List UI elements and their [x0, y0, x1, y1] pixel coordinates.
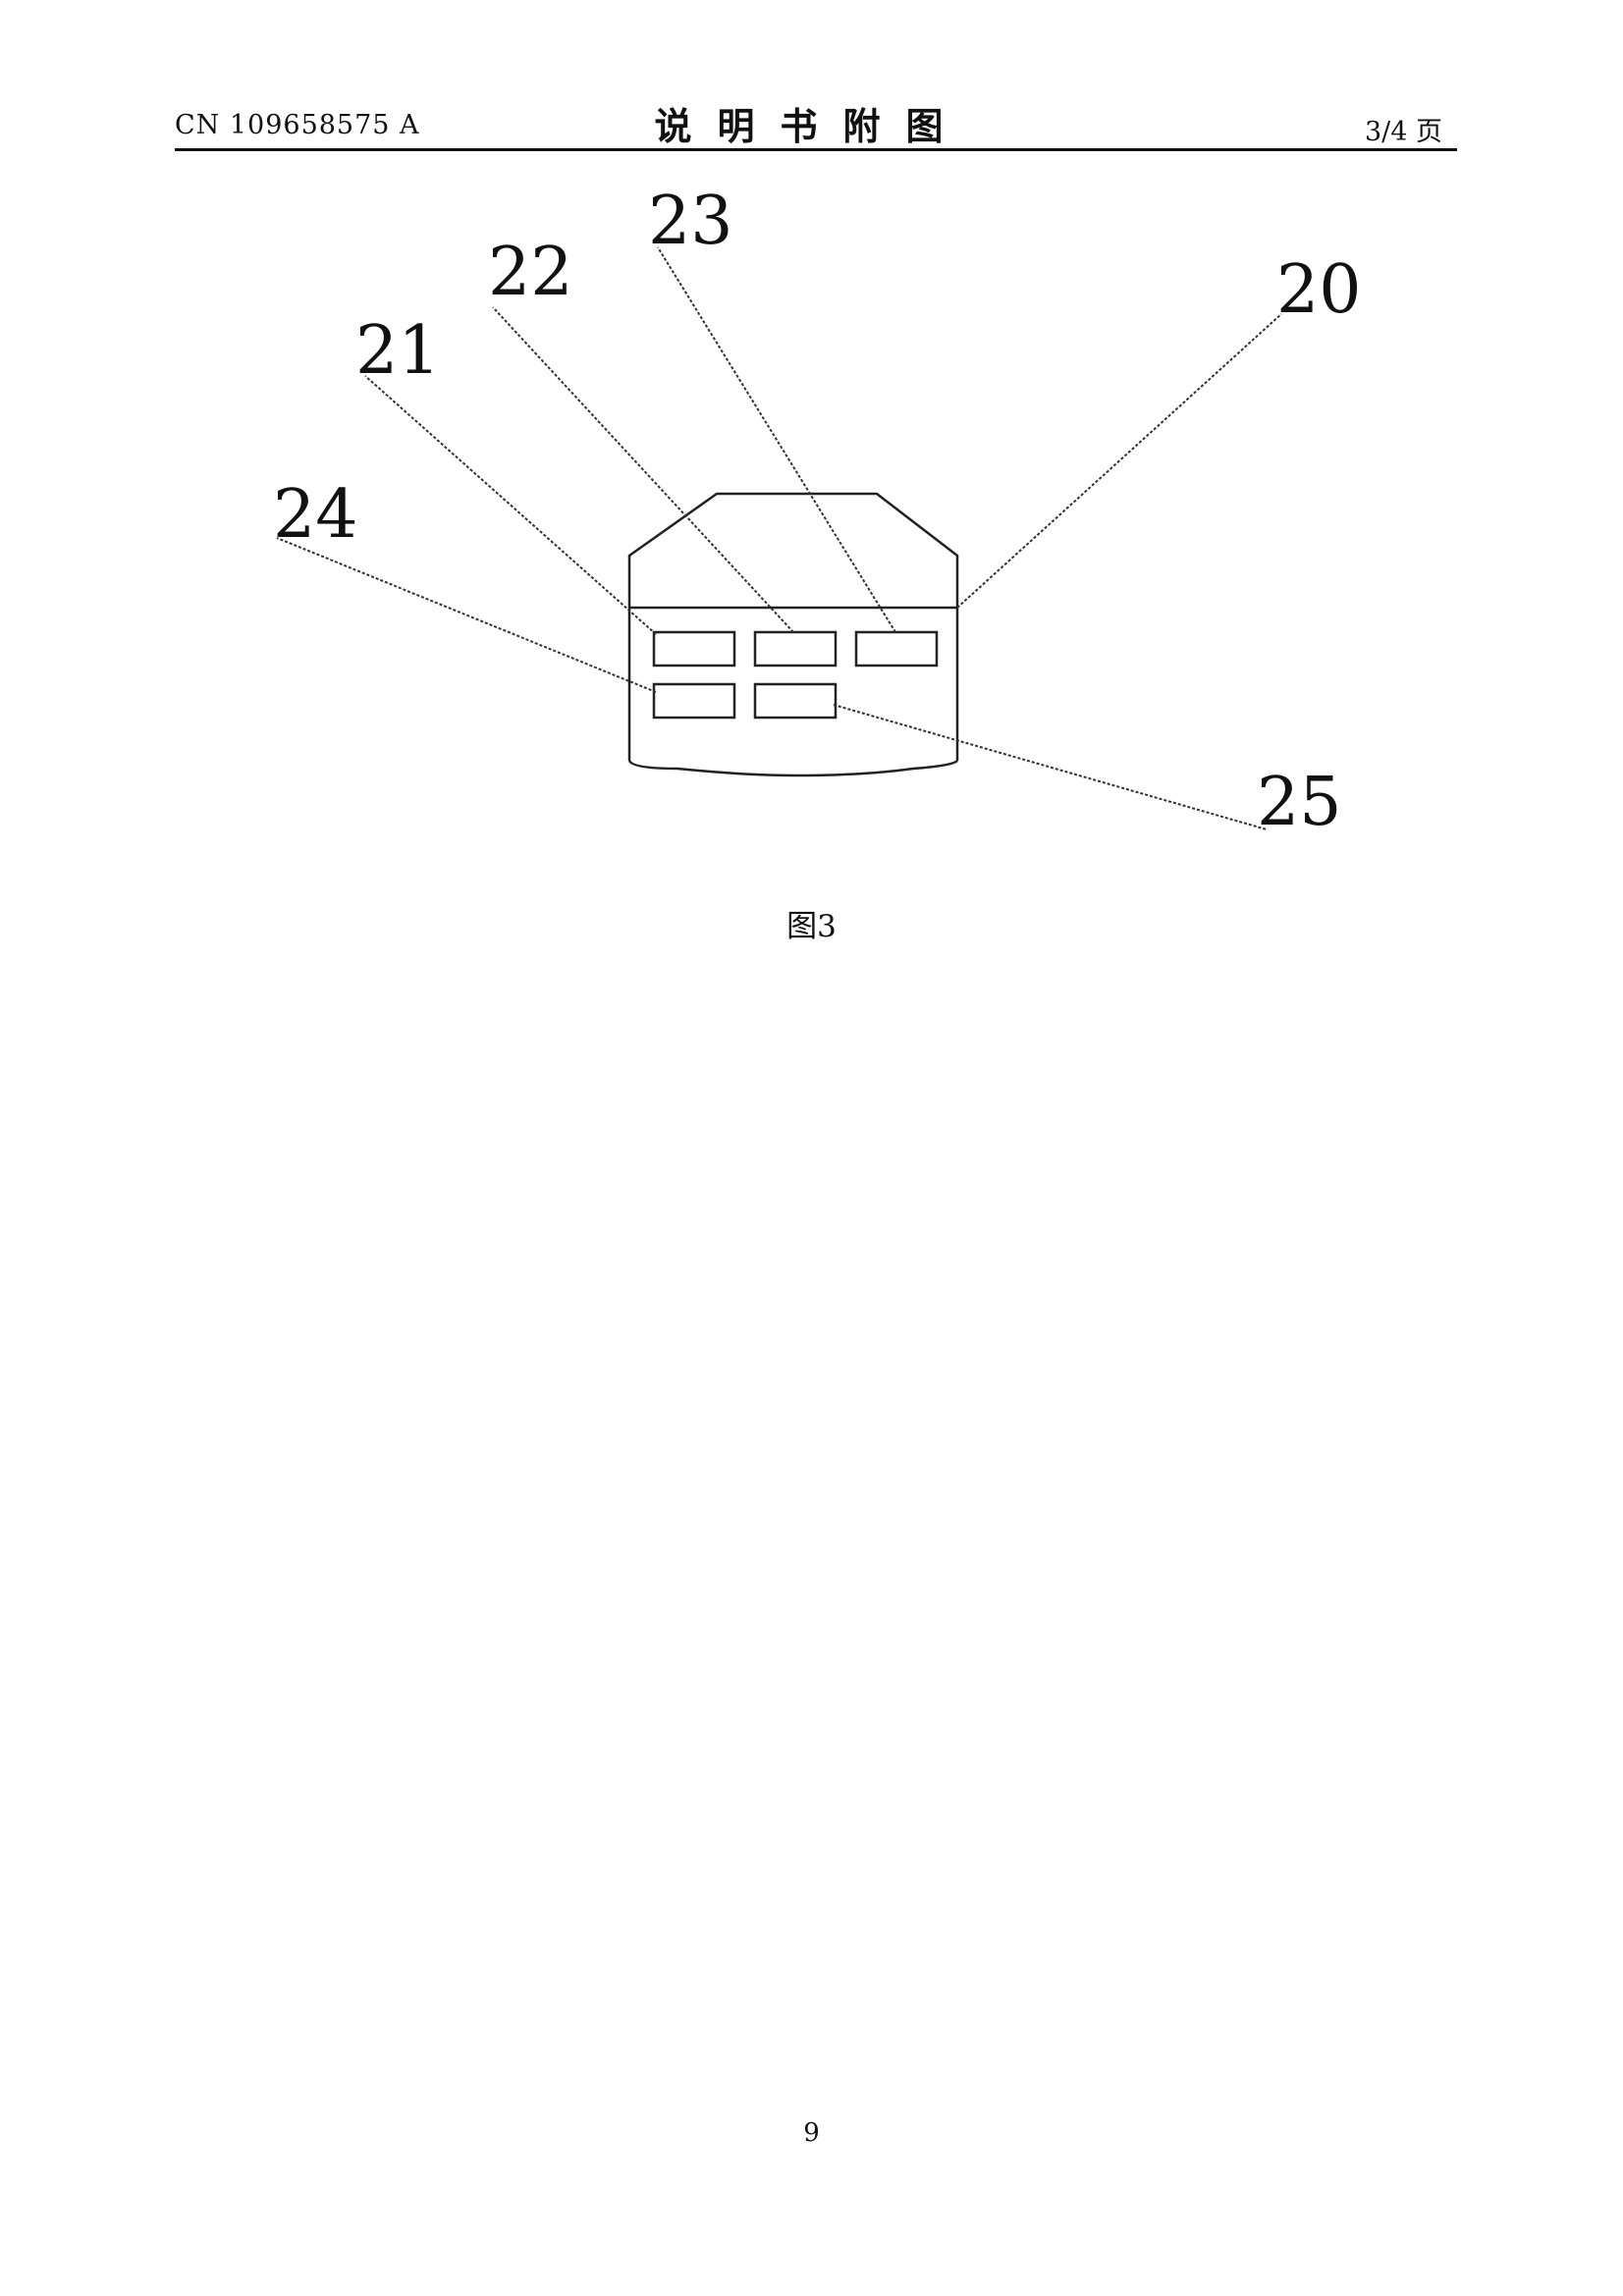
figure-caption: 图3	[0, 901, 1623, 945]
label-21: 21	[355, 312, 441, 390]
leader-line-22	[493, 307, 793, 632]
leader-line-23	[658, 247, 895, 632]
leader-line-25	[834, 705, 1267, 829]
module-21	[654, 632, 734, 666]
leader-line-24	[277, 538, 656, 692]
label-25: 25	[1257, 764, 1342, 841]
label-20: 20	[1276, 251, 1362, 329]
module-25	[755, 684, 836, 718]
module-23	[856, 632, 937, 666]
device-housing	[629, 494, 957, 775]
label-24: 24	[273, 476, 358, 554]
leader-line-20	[957, 314, 1281, 608]
module-22	[755, 632, 836, 666]
label-23: 23	[648, 183, 733, 260]
leader-line-21	[365, 376, 656, 634]
label-22: 22	[488, 234, 573, 311]
page-number: 9	[0, 2118, 1623, 2148]
module-24	[654, 684, 734, 718]
